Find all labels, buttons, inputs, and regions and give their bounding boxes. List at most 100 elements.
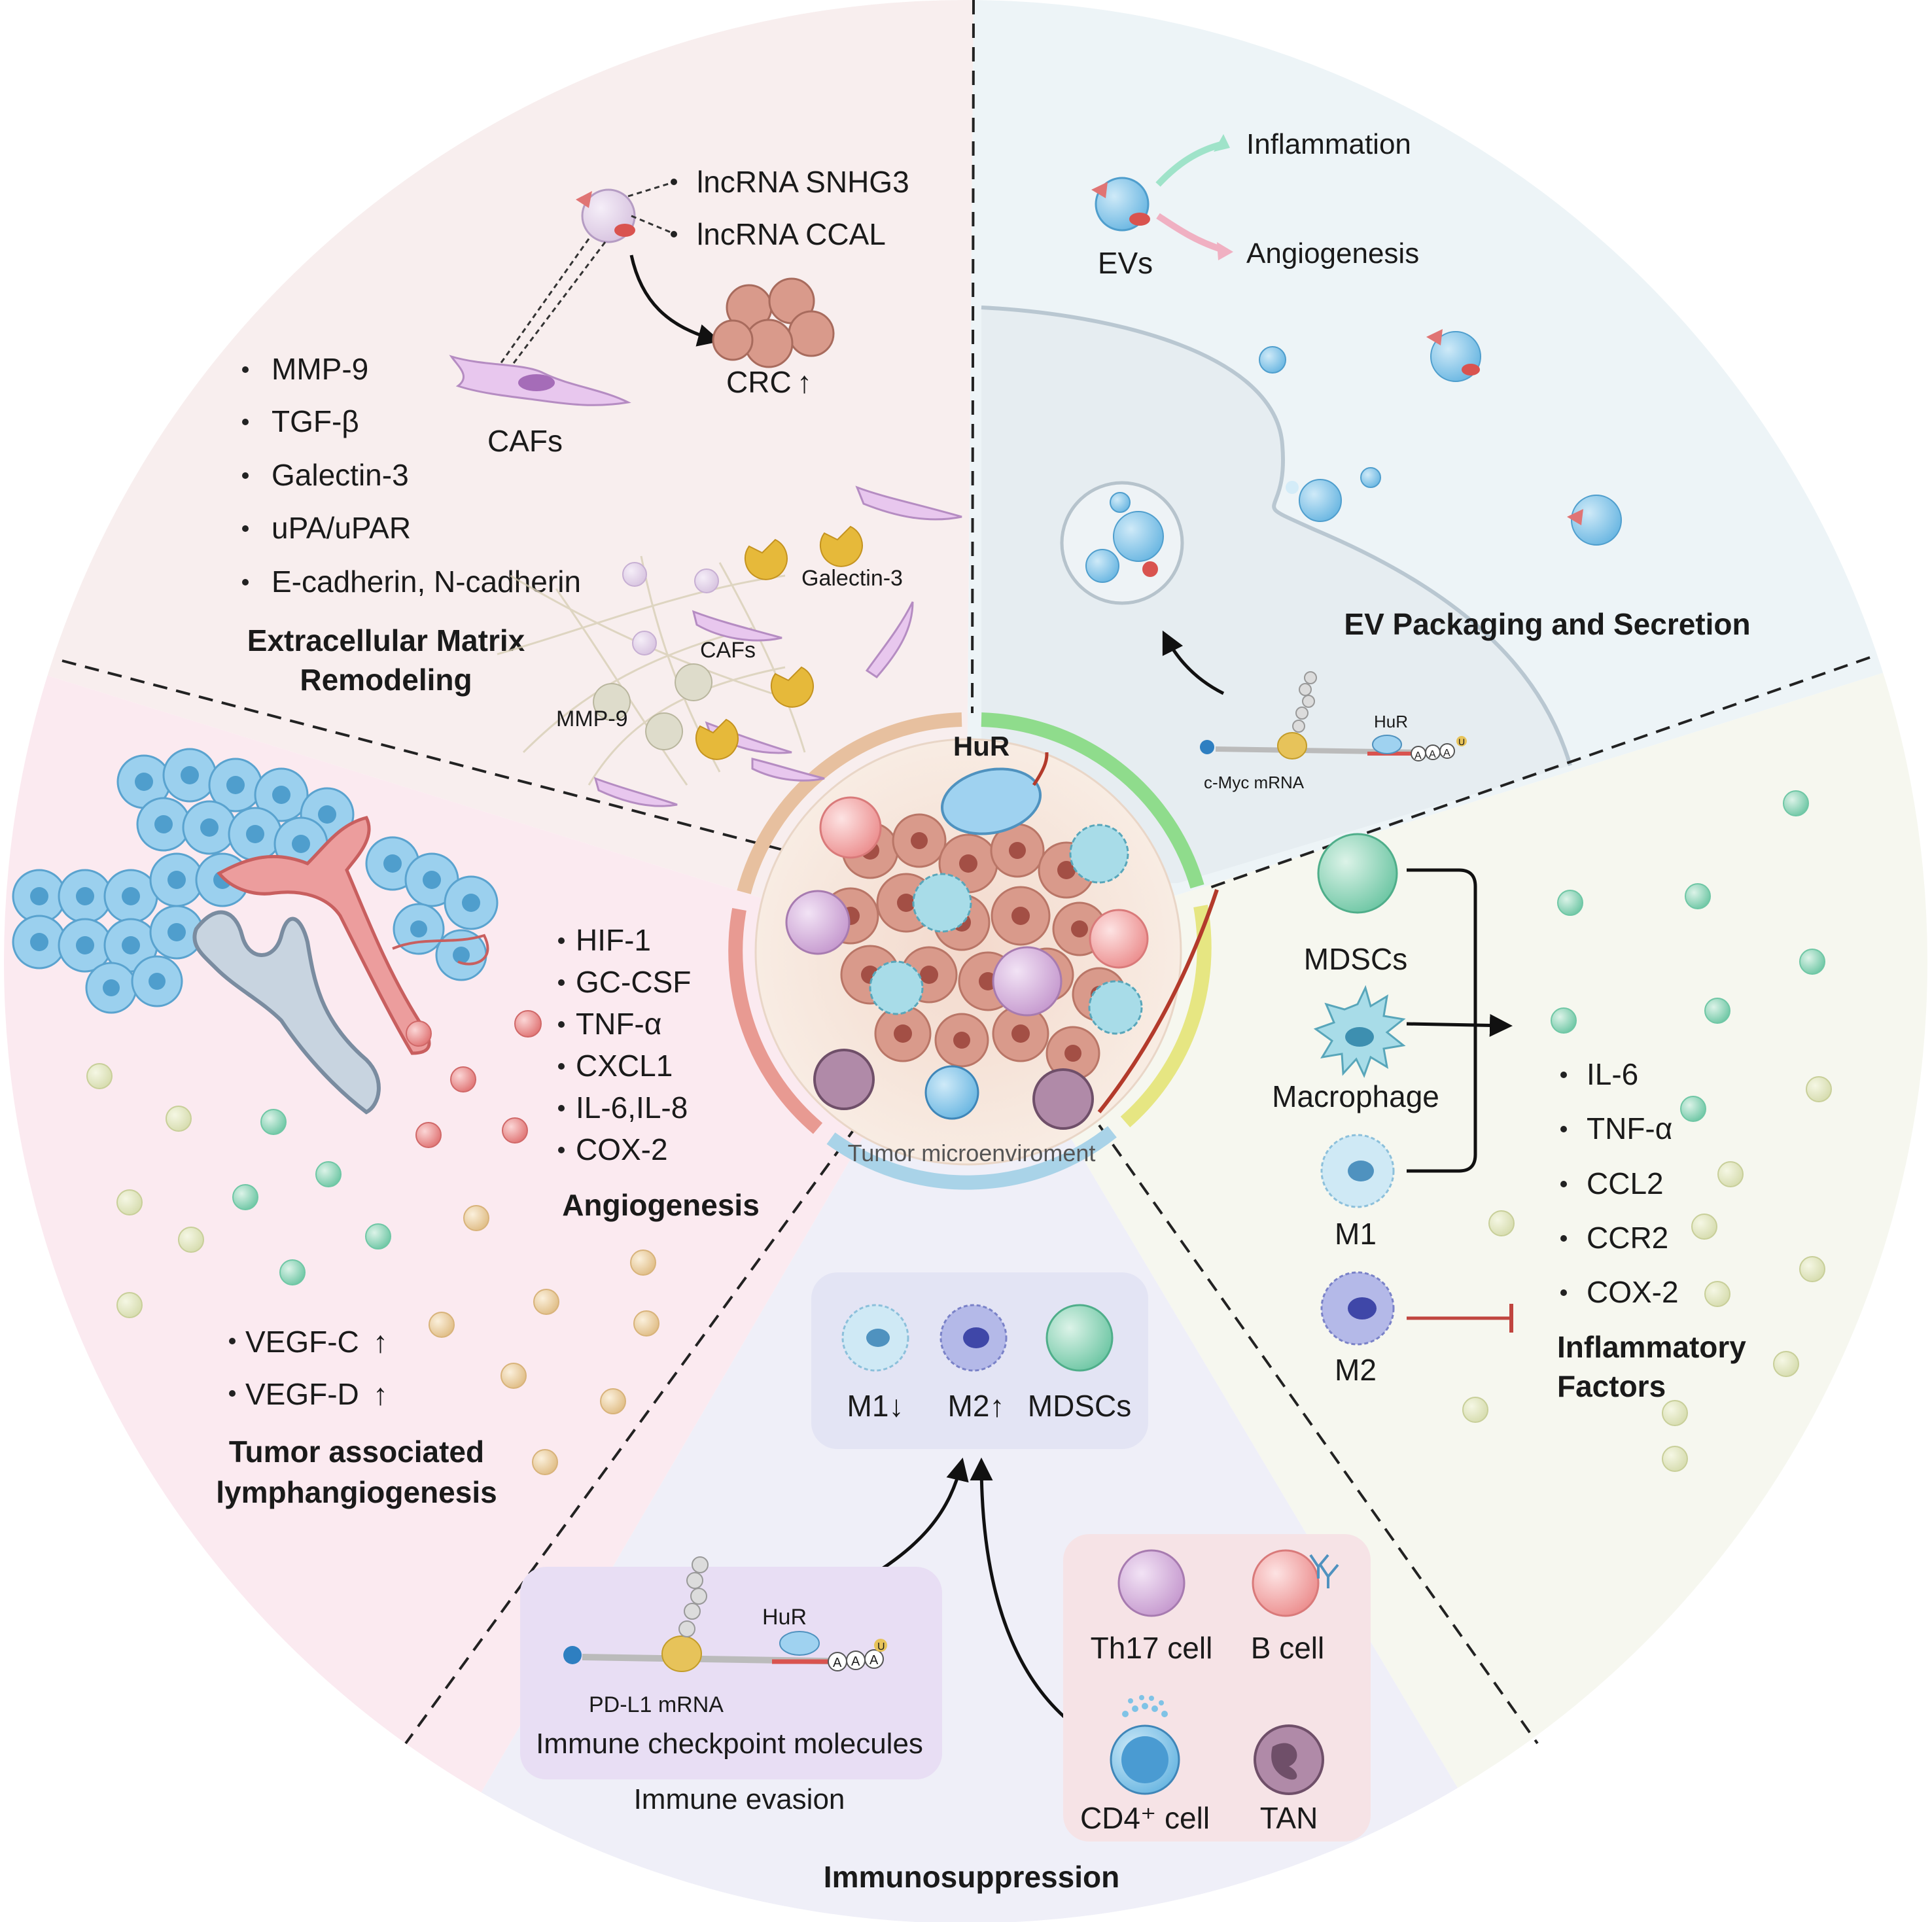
ev-cargo (1129, 213, 1150, 226)
immuno-m2-nucleus (963, 1327, 989, 1348)
angio-bullet-tnfa: TNF-α (576, 1007, 661, 1041)
immuno-m1-nucleus (866, 1329, 890, 1347)
inflammatory-beads (1462, 790, 1832, 1472)
mmp9-label: MMP-9 (556, 707, 628, 731)
lymph-bullet-vegfd-up: ↑ (373, 1377, 388, 1411)
macrophage-in-tumor-3 (869, 960, 924, 1015)
ev-small (1259, 346, 1286, 374)
ev-section: EVs Inflammation Angiogenesis (1060, 128, 1751, 792)
lymph-bullet-vegfc: VEGF-C (245, 1325, 359, 1359)
galectin-3-molecules (695, 525, 863, 760)
ecm-ev-receptor (576, 191, 592, 208)
ecm-vesicles (622, 562, 719, 655)
lymph-bullet-vegfd: VEGF-D (245, 1377, 359, 1411)
inflam-bullet-tnfa: TNF-α (1587, 1111, 1672, 1145)
ev-receptor (1091, 182, 1108, 198)
hur-protein (940, 767, 1042, 835)
ring-arc-ev (981, 712, 1204, 889)
ev-hur-molecule (1372, 735, 1402, 754)
mvb-ev-1 (1113, 511, 1164, 562)
tumor-microenvironment-label: Tumor microenviroment (848, 1140, 1096, 1166)
mdsc-label: MDSCs (1304, 942, 1407, 976)
macrophage-label: Macrophage (1272, 1079, 1439, 1113)
crc-up-arrow: ↑ (797, 365, 812, 399)
immune-evasion-label: Immune evasion (634, 1783, 845, 1815)
inflam-bullet-cox2: COX-2 (1587, 1275, 1679, 1309)
ev-tiny-2 (1286, 481, 1299, 494)
evs-label: EVs (1098, 246, 1153, 280)
immuno-hur-label: HuR (762, 1605, 807, 1630)
ev-right-receptor (1567, 509, 1583, 525)
macrophage-in-tumor-4 (1088, 980, 1143, 1035)
ecm-bullet-mmp9: MMP-9 (272, 352, 368, 386)
pdl1-polya-3: A (869, 1653, 879, 1668)
inflammatory-bullets: IL-6 TNF-α CCL2 CCR2 COX-2 (1560, 1057, 1679, 1309)
ecm-bullet-cadherin: E-cadherin, N-cadherin (272, 565, 581, 599)
ev-large-cargo (1462, 364, 1480, 376)
immuno-title: Immunosuppression (824, 1860, 1119, 1894)
inflammatory-arrow-mid (1406, 1013, 1513, 1037)
b-cell-antibody (1309, 1554, 1339, 1588)
ev-arrow-inflammation (1155, 141, 1225, 187)
cd4-cell-in-tumor (924, 1065, 979, 1120)
immuno-mdsc-label: MDSCs (1028, 1389, 1131, 1423)
mrna-cap (1200, 740, 1214, 754)
lymphatic-vessel (192, 910, 381, 1115)
immune-checkpoint-label: Immune checkpoint molecules (536, 1728, 923, 1760)
ecm-bullet-galectin3: Galectin-3 (272, 458, 409, 492)
ev-hur-label: HuR (1374, 712, 1408, 731)
tumor-vessel-2 (1032, 752, 1049, 786)
ev-arrow-mvb (1162, 630, 1225, 695)
ev-polya-2: A (1429, 749, 1436, 760)
macrophage-in-tumor (1069, 824, 1129, 884)
ring-arc-immuno (826, 1126, 1117, 1190)
ev-large-receptor (1426, 329, 1443, 345)
c-myc-mrna: HuR A A A U c-Myc mRNA (1200, 671, 1467, 792)
macrophage-nucleus (1345, 1027, 1374, 1047)
cafs-label-2: CAFs (700, 638, 756, 663)
b-cell-label: B cell (1251, 1631, 1324, 1665)
immuno-m1-label: M1↓ (847, 1389, 904, 1423)
ev-inflammation-label: Inflammation (1246, 128, 1411, 160)
ev-secreted (1299, 479, 1342, 522)
vegf-bullet-dot (229, 1390, 236, 1397)
inflammatory-bracket (1407, 868, 1477, 1173)
immuno-section: M1↓ M2↑ MDSCs A A A U HuR PD-L (520, 1272, 1371, 1894)
tan-cell-in-tumor (813, 1049, 875, 1110)
th17-cell-in-tumor-2 (992, 946, 1063, 1017)
b-cell-in-tumor-2 (1089, 909, 1149, 969)
galectin-3-label: Galectin-3 (801, 566, 903, 591)
ev-polya-1: A (1414, 750, 1422, 761)
angio-bullets: HIF-1 GC-CSF TNF-α CXCL1 IL-6,IL-8 COX-2 (558, 923, 691, 1166)
mmp9-molecules (593, 663, 713, 750)
immuno-m2-label: M2↑ (948, 1389, 1005, 1423)
ev-right (1571, 495, 1622, 546)
th17-label: Th17 cell (1091, 1631, 1213, 1665)
tumor-nuclei (841, 832, 1108, 1062)
ring-arc-angio (728, 908, 823, 1134)
sector-dividers (61, 0, 1871, 1745)
ecm-bullet-upa: uPA/uPAR (272, 511, 411, 545)
mvb-ev-2 (1085, 549, 1119, 583)
inflam-bullet-ccl2: CCL2 (1587, 1166, 1664, 1200)
ecm-cafs-scattered (593, 485, 962, 807)
ecm-cargo-ccal: lncRNA CCAL (697, 217, 886, 251)
ecm-ev-cargo-mark (614, 224, 635, 237)
angio-bullet-gccsf: GC-CSF (576, 965, 691, 999)
inflammatory-section: MDSCs Macrophage M1 M2 IL-6 TNF-α CCL2 C… (1272, 790, 1832, 1472)
mvb-ev-3 (1110, 492, 1131, 513)
tan-nucleus (1271, 1743, 1297, 1780)
pdl1-polya-1: A (833, 1656, 842, 1670)
ev-membrane-line (981, 306, 1572, 766)
pdl1-mrna-label: PD-L1 mRNA (589, 1692, 724, 1717)
angio-bullet-hif1: HIF-1 (576, 923, 651, 957)
m2-label: M2 (1335, 1353, 1377, 1387)
lymph-title-line2: lymphangiogenesis (216, 1475, 497, 1509)
hur-center-label: HuR (953, 731, 1010, 761)
ev-polya-3: A (1443, 748, 1450, 759)
b-cell (1252, 1549, 1320, 1617)
ev-mrna-label: c-Myc mRNA (1204, 773, 1305, 792)
immune-evasion-box (520, 1567, 942, 1779)
ecm-dash-4 (502, 241, 606, 377)
